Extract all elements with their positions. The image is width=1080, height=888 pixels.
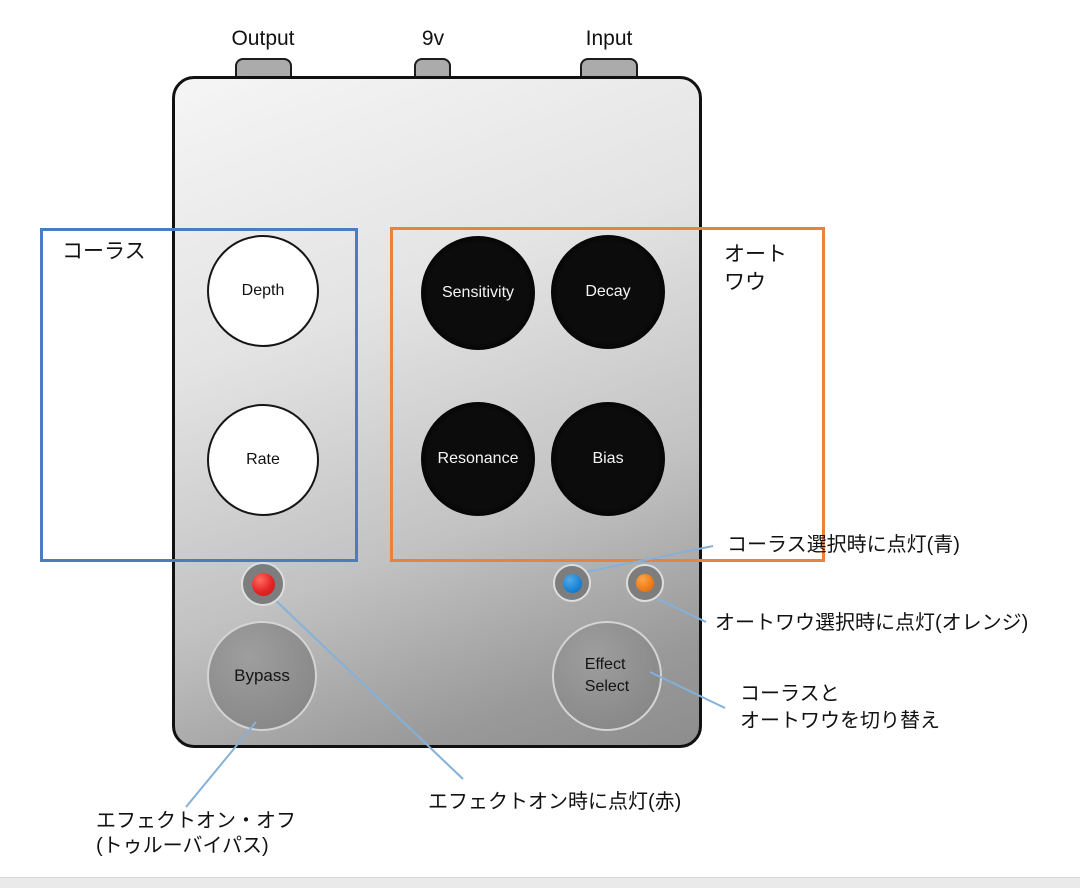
rate-knob-label: Rate	[246, 451, 280, 468]
decay-knob-label: Decay	[585, 283, 631, 300]
chorus-section-label: コーラス	[62, 240, 146, 263]
bias-knob: Bias	[551, 402, 665, 516]
depth-knob: Depth	[207, 235, 319, 347]
orange-led-light	[636, 574, 654, 592]
power-jack	[414, 58, 451, 80]
effect-select-footswitch-label: Effect Select	[584, 656, 630, 695]
resonance-knob-label: Resonance	[437, 450, 519, 467]
annotation-orange-led: オートワウ選択時に点灯(オレンジ)	[715, 612, 1029, 634]
depth-knob-label: Depth	[241, 282, 285, 299]
red-led-light	[251, 572, 275, 596]
output-jack-label: Output	[231, 27, 295, 50]
annotation-effect-select: コーラスと オートワウを切り替え	[740, 683, 940, 732]
input-jack	[580, 58, 638, 80]
bypass-footswitch-label: Bypass	[234, 666, 290, 685]
autowah-section-label: オート ワウ	[724, 243, 787, 294]
input-jack-label: Input	[585, 27, 633, 50]
output-jack	[235, 58, 292, 80]
bias-knob-label: Bias	[592, 450, 624, 467]
effect-select-footswitch: Effect Select	[552, 621, 662, 731]
page-divider	[0, 877, 1080, 888]
annotation-red-led: エフェクトオン時に点灯(赤)	[428, 791, 682, 813]
bypass-footswitch: Bypass	[207, 621, 317, 731]
red-led	[241, 562, 285, 606]
orange-led	[626, 564, 664, 602]
chorus-section-box	[40, 228, 358, 562]
sensitivity-knob-label: Sensitivity	[441, 284, 515, 301]
power-jack-label: 9v	[421, 27, 445, 50]
annotation-bypass: エフェクトオン・オフ (トゥルーバイパス)	[96, 810, 296, 857]
annotation-blue-led: コーラス選択時に点灯(青)	[727, 534, 960, 556]
decay-knob: Decay	[551, 235, 665, 349]
resonance-knob: Resonance	[421, 402, 535, 516]
sensitivity-knob: Sensitivity	[421, 236, 535, 350]
blue-led-light	[562, 573, 582, 593]
rate-knob: Rate	[207, 404, 319, 516]
blue-led	[553, 564, 591, 602]
